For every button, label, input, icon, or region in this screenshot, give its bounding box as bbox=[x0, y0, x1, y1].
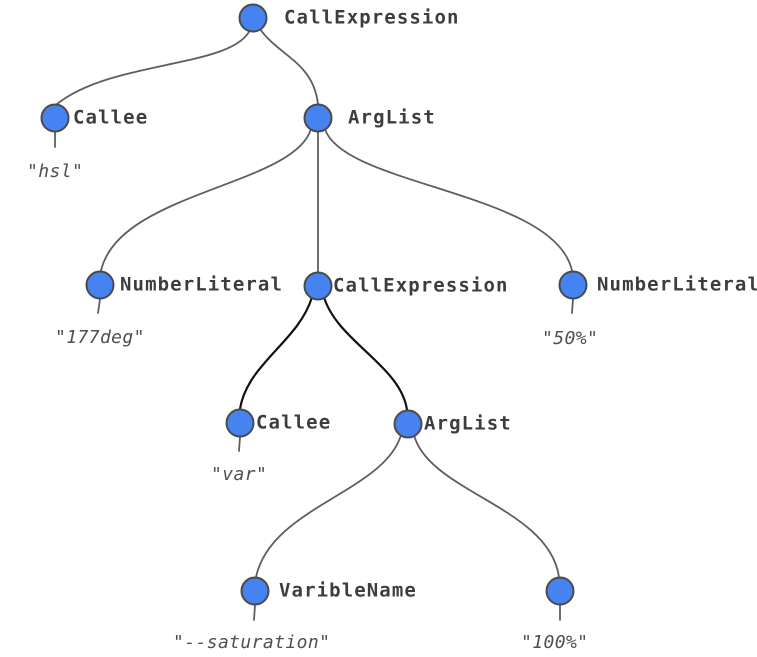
arglist-var-label: ArgList bbox=[424, 412, 512, 435]
stub-variblename bbox=[253, 604, 256, 621]
variblename-label: VaribleName bbox=[279, 579, 417, 602]
callee-hsl-node bbox=[40, 103, 70, 133]
edge-callexpression-to-callee-var bbox=[238, 295, 314, 411]
callexpression-var-label: CallExpression bbox=[333, 274, 509, 297]
callee-var-label: Callee bbox=[256, 411, 332, 434]
arglist-var-node bbox=[393, 409, 423, 439]
callexpression-var-node bbox=[303, 271, 333, 301]
variblename-value: "--saturation" bbox=[173, 632, 331, 654]
number-100-node bbox=[545, 576, 575, 606]
callexpression-root-label: CallExpression bbox=[284, 6, 460, 29]
arglist-hsl-label: ArgList bbox=[348, 106, 436, 129]
numberliteral-deg-value: "177deg" bbox=[55, 327, 145, 349]
edge-root-to-callee bbox=[56, 29, 251, 105]
edge-arglist-var-to-variblename bbox=[255, 434, 402, 578]
callee-var-node bbox=[225, 408, 255, 438]
variblename-node bbox=[240, 576, 270, 606]
edge-callexpression-to-arglist-var bbox=[322, 295, 409, 412]
callee-var-value: "var" bbox=[211, 464, 268, 486]
callee-hsl-value: "hsl" bbox=[27, 161, 84, 183]
edge-arglist-to-numberliteral-right bbox=[324, 128, 573, 272]
numberliteral-deg-label: NumberLiteral bbox=[120, 273, 284, 296]
stub-callee-var bbox=[238, 436, 241, 452]
edge-arglist-var-to-number bbox=[413, 434, 560, 578]
arglist-hsl-node bbox=[303, 103, 333, 133]
numberliteral-50-value: "50%" bbox=[542, 328, 599, 350]
stub-numberliteral-deg bbox=[97, 298, 101, 314]
edge-arglist-to-numberliteral-left bbox=[100, 128, 312, 272]
numberliteral-deg-node bbox=[85, 270, 115, 300]
callee-hsl-label: Callee bbox=[73, 106, 149, 129]
number-100-value: "100%" bbox=[521, 632, 589, 654]
edge-root-to-arglist bbox=[259, 28, 319, 105]
numberliteral-50-label: NumberLiteral bbox=[597, 273, 757, 296]
numberliteral-50-node bbox=[558, 270, 588, 300]
callexpression-root-node bbox=[238, 3, 268, 33]
stub-numberliteral-50 bbox=[571, 298, 574, 314]
